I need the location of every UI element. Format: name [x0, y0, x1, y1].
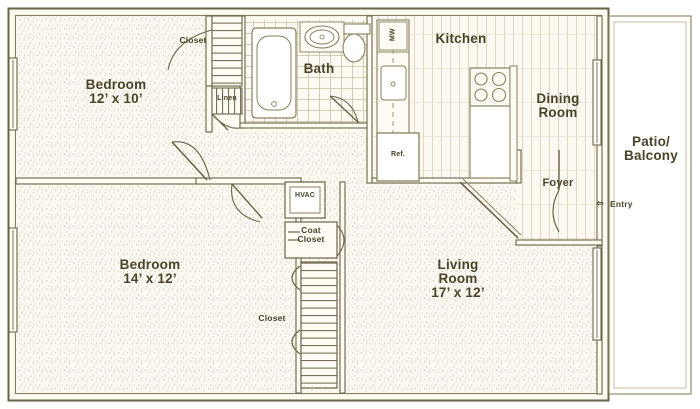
window-bedroom-large-west	[8, 227, 18, 333]
label-entry: Entry	[610, 199, 633, 209]
label-refrigerator: Ref.	[390, 151, 406, 158]
floor-patio-balcony	[608, 15, 692, 395]
room-label-living-room: Living Room 17’ x 12’	[431, 257, 485, 301]
door-closet-bedroom-large-lower	[291, 329, 301, 355]
door-bedroom-large	[231, 183, 263, 223]
label-closet-bottom: Closet	[258, 313, 286, 323]
window-living-east	[592, 247, 602, 341]
patio-inner-outline	[613, 21, 687, 389]
room-label-kitchen: Kitchen	[435, 31, 487, 46]
label-linen: Linen	[217, 95, 237, 102]
room-label-patio-balcony: Patio/ Balcony	[624, 134, 678, 164]
coat-closet	[284, 221, 345, 259]
door-closet-bedroom-small	[167, 29, 213, 71]
door-bedroom-small	[171, 141, 211, 181]
hvac-closet	[284, 181, 326, 219]
window-dining-east	[592, 59, 602, 146]
label-microwave: MW	[389, 28, 397, 42]
room-label-bath: Bath	[303, 61, 335, 76]
room-label-dining-room: Dining Room	[536, 91, 580, 121]
closet-bedroom-large	[300, 261, 338, 389]
room-label-bedroom-small: Bedroom 12’ x 10’	[85, 77, 147, 107]
refrigerator	[376, 132, 420, 182]
label-coat-closet: Coat Closet	[297, 225, 325, 244]
floor-bedroom-small	[16, 16, 206, 182]
sink-kitchen	[380, 65, 407, 101]
range-cooktop	[469, 65, 518, 182]
door-entry	[552, 150, 560, 233]
floor-hall-upper	[206, 130, 366, 182]
wall-living-foyer-angled	[459, 178, 522, 239]
floor-bedroom-large	[16, 186, 301, 393]
sink-bath	[299, 21, 345, 53]
window-bedroom-small-west	[8, 57, 18, 131]
room-label-foyer: Foyer	[542, 177, 574, 189]
door-linen	[211, 113, 241, 131]
room-label-bedroom-large: Bedroom 14’ x 12’	[119, 257, 181, 287]
door-coat-closet-swing	[336, 224, 345, 257]
entry-arrow-icon: ⇦	[596, 198, 604, 208]
label-hvac: HVAC	[294, 192, 316, 199]
toilet	[342, 23, 371, 63]
microwave	[378, 21, 408, 51]
label-closet-top: Closet	[179, 35, 207, 45]
bathtub	[251, 27, 297, 119]
door-closet-bedroom-large-upper	[291, 265, 301, 291]
door-bath	[329, 95, 360, 124]
